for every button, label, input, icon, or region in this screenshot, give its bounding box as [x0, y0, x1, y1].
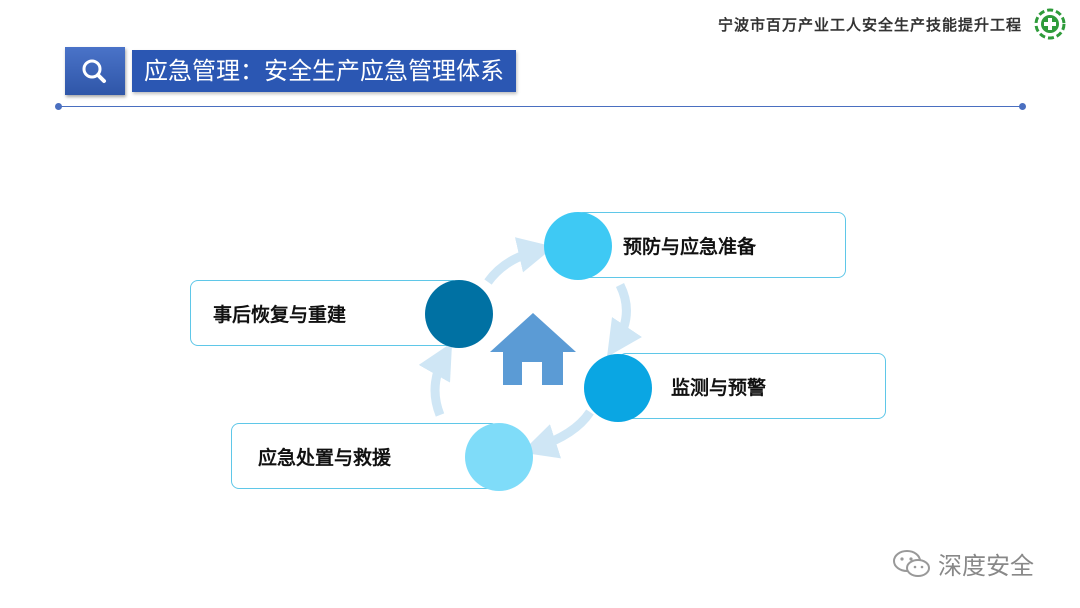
slide-title: 应急管理：安全生产应急管理体系 — [132, 50, 516, 92]
cycle-item-label: 事后恢复与重建 — [213, 303, 347, 326]
cycle-item-label: 应急处置与救援 — [258, 446, 392, 469]
arrow-left — [418, 342, 453, 417]
org-header-text: 宁波市百万产业工人安全生产技能提升工程 — [717, 16, 1022, 34]
arrow-top — [484, 237, 555, 285]
arrow-bottom — [521, 409, 594, 459]
search-badge-icon — [65, 47, 125, 95]
cycle-circle-monitoring — [584, 354, 652, 422]
cycle-circle-recovery — [425, 280, 493, 348]
cycle-item-monitoring: 监测与预警 — [618, 353, 886, 419]
wechat-icon — [893, 549, 930, 577]
title-divider — [58, 106, 1024, 107]
cycle-item-prevention: 预防与应急准备 — [576, 212, 846, 278]
house-icon — [490, 313, 576, 385]
cycle-item-label: 监测与预警 — [671, 376, 767, 399]
cycle-item-label: 预防与应急准备 — [623, 235, 757, 258]
cycle-circle-prevention — [544, 212, 612, 280]
divider-dot-left — [55, 103, 62, 110]
divider-dot-right — [1019, 103, 1026, 110]
safety-cross-logo-icon — [1034, 8, 1066, 40]
cycle-item-recovery: 事后恢复与重建 — [190, 280, 460, 346]
arrow-right — [607, 282, 642, 357]
watermark: 深度安全 — [892, 546, 1034, 581]
watermark-text: 深度安全 — [938, 552, 1034, 580]
cycle-circle-response — [465, 423, 533, 491]
cycle-item-response: 应急处置与救援 — [231, 423, 499, 489]
